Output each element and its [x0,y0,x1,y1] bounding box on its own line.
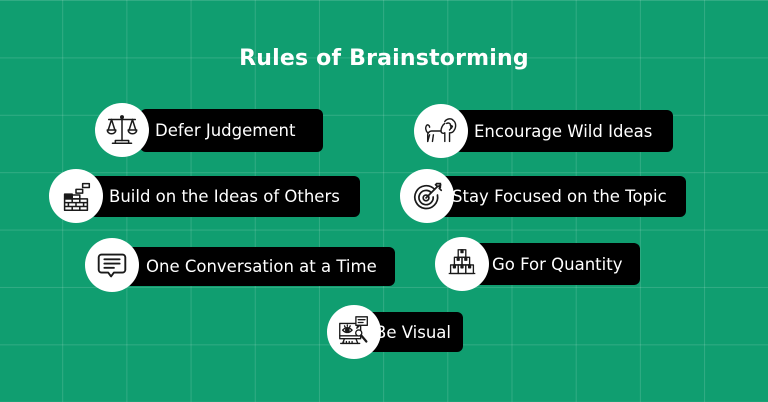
page-title: Rules of Brainstorming [239,46,529,71]
rule-label: Be Visual [375,322,451,342]
rule-label: Stay Focused on the Topic [452,187,667,206]
rule-pill: Defer Judgement [140,109,323,152]
rule-label: One Conversation at a Time [146,257,377,276]
scales-icon [95,103,149,157]
rule-pill: Go For Quantity [475,243,640,285]
rule-label: Defer Judgement [155,121,296,140]
rule-pill: Be Visual [365,312,463,352]
rule-pill: Stay Focused on the Topic [440,176,686,217]
lion-icon [414,104,468,158]
bricks-icon [49,169,103,223]
monitor-eye-icon [327,305,381,359]
chat-bubble-icon [85,238,139,292]
rule-pill: Encourage Wild Ideas [455,110,673,152]
rule-label: Build on the Ideas of Others [109,187,340,206]
rule-label: Go For Quantity [492,254,623,274]
stacked-boxes-icon [435,237,489,291]
target-icon [400,169,454,223]
rule-pill: Build on the Ideas of Others [90,176,360,217]
rule-label: Encourage Wild Ideas [474,121,653,141]
rule-pill: One Conversation at a Time [125,247,395,286]
